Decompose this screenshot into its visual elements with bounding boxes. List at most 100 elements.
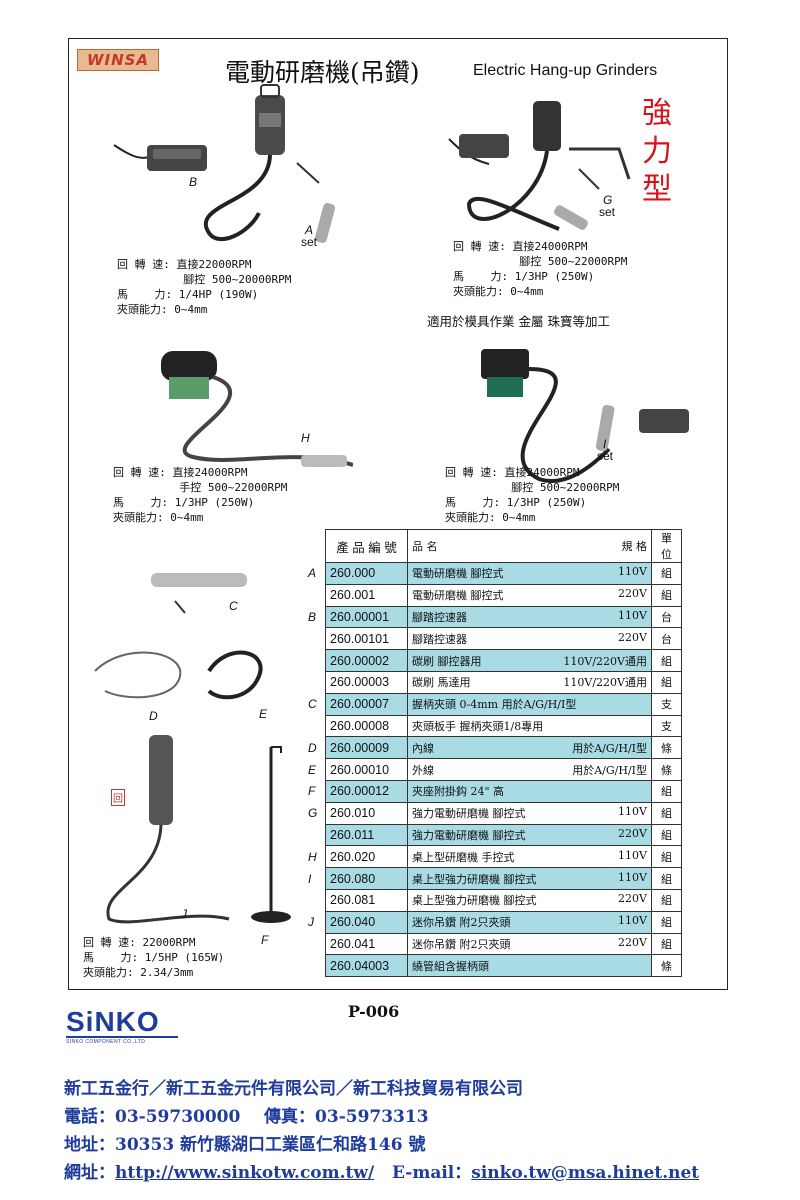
grinder-g-image bbox=[448, 101, 631, 231]
header-name-spec: 品 名 規 格 bbox=[407, 529, 652, 563]
website-link[interactable]: http://www.sinkotw.com.tw/ bbox=[115, 1163, 375, 1183]
winsa-logo: WINSA bbox=[77, 49, 159, 71]
product-name: 夾頭板手 握柄夾頭1/8專用 bbox=[407, 714, 652, 738]
product-code-text: 260.00001 bbox=[330, 609, 390, 624]
product-code-text: 260.00012 bbox=[330, 784, 390, 799]
outer-cable-e-image bbox=[207, 650, 263, 700]
product-code: 260.011 bbox=[325, 823, 408, 847]
product-unit: 條 bbox=[651, 758, 682, 781]
product-name-text: 強力電動研磨機 腳控式 bbox=[412, 807, 526, 821]
product-name-text: 迷你吊鑽 附2只夾頭 bbox=[412, 937, 511, 951]
product-code-text: 260.001 bbox=[330, 588, 376, 603]
product-name-text: 握柄夾頭 0-4mm 用於A/G/H/I型 bbox=[412, 698, 577, 712]
sinko-logo-underline bbox=[66, 1036, 178, 1038]
web-label: 網址： bbox=[64, 1163, 115, 1183]
address-text: 30353 新竹縣湖口工業區仁和路146 號 bbox=[115, 1135, 426, 1155]
row-group-label: I bbox=[308, 871, 312, 886]
product-name: 迷你吊鑽 附2只夾頭 110V bbox=[407, 910, 652, 934]
product-spec: 110V bbox=[618, 914, 647, 928]
product-spec: 220V bbox=[618, 587, 647, 601]
product-spec: 110V bbox=[618, 870, 647, 884]
product-name-text: 迷你吊鑽 附2只夾頭 bbox=[412, 916, 511, 930]
product-unit: 條 bbox=[651, 736, 682, 760]
header-code: 產 品 編 號 bbox=[325, 529, 408, 563]
product-unit: 組 bbox=[651, 888, 682, 912]
product-code: 260.001 bbox=[325, 583, 408, 607]
label-g: G bbox=[603, 193, 613, 207]
product-code-text: 260.00007 bbox=[330, 697, 390, 712]
product-name-text: 內線 bbox=[412, 741, 434, 755]
product-name-text: 碳刷 馬達用 bbox=[412, 676, 471, 690]
header-spec: 規 格 bbox=[621, 540, 648, 553]
header-name: 品 名 bbox=[412, 540, 438, 553]
foot-pedal-b-image bbox=[113, 144, 207, 171]
product-code-text: 260.04003 bbox=[330, 958, 390, 973]
product-code-text: 260.081 bbox=[330, 893, 376, 908]
product-code: 260.041 bbox=[325, 932, 408, 956]
table-row: 260.04003 繞管組含握柄頭條 bbox=[325, 954, 682, 978]
product-code-text: 260.00101 bbox=[330, 631, 390, 646]
product-code: 260.04003 bbox=[325, 954, 408, 978]
product-code-text: 260.020 bbox=[330, 849, 376, 864]
product-unit: 支 bbox=[651, 692, 682, 716]
product-spec: 110V/220V通用 bbox=[563, 654, 647, 668]
product-unit: 條 bbox=[651, 954, 682, 978]
product-unit: 組 bbox=[651, 932, 682, 956]
usage-note: 適用於模具作業 金屬 珠寶等加工 bbox=[427, 314, 610, 329]
product-code: 260.081 bbox=[325, 888, 408, 912]
label-i-set: set bbox=[597, 449, 614, 463]
product-spec: 110V bbox=[618, 848, 647, 862]
label-g-set: set bbox=[599, 205, 616, 219]
product-spec: 220V bbox=[618, 892, 647, 906]
fax-label: 傳真： bbox=[264, 1107, 316, 1127]
product-name-text: 桌上型強力研磨機 腳控式 bbox=[412, 894, 537, 908]
email-link[interactable]: sinko.tw@msa.hinet.net bbox=[471, 1163, 700, 1183]
product-code: 260.00003 bbox=[325, 670, 408, 694]
product-name-text: 腳踏控速器 bbox=[412, 610, 467, 624]
product-unit: 組 bbox=[651, 910, 682, 934]
product-name-text: 夾頭板手 握柄夾頭1/8專用 bbox=[412, 719, 544, 733]
spec-g: 回 轉 速: 直接24000RPM 腳控 500~22000RPM 馬 力: 1… bbox=[453, 240, 628, 298]
sinko-logo: SiNKO bbox=[66, 1006, 160, 1037]
product-code-text: 260.011 bbox=[330, 827, 375, 842]
label-b: B bbox=[189, 175, 198, 189]
spec-a: 回 轉 速: 直接22000RPM 腳控 500~20000RPM 馬 力: 1… bbox=[117, 258, 292, 316]
product-spec: 用於A/G/H/I型 bbox=[572, 763, 647, 777]
label-e: E bbox=[259, 707, 268, 721]
grinder-i-image bbox=[481, 349, 689, 483]
product-name: 繞管組含握柄頭 bbox=[407, 954, 652, 978]
label-i: I bbox=[603, 437, 607, 451]
spec-j: 回 轉 速: 22000RPM 馬 力: 1/5HP (165W) 夾頭能力: … bbox=[83, 936, 225, 979]
product-unit: 組 bbox=[651, 562, 682, 585]
label-a: A bbox=[305, 223, 314, 237]
product-name: 外線用於A/G/H/I型 bbox=[407, 758, 652, 781]
product-spec: 220V bbox=[618, 630, 647, 644]
product-code-text: 260.000 bbox=[330, 566, 376, 581]
label-h: H bbox=[301, 431, 310, 445]
product-unit: 支 bbox=[651, 714, 682, 738]
product-unit: 組 bbox=[651, 779, 682, 803]
product-unit: 台 bbox=[651, 605, 682, 629]
fax-number: 03-5973313 bbox=[315, 1107, 429, 1127]
product-unit: 組 bbox=[651, 867, 682, 890]
product-name-text: 電動研磨機 腳控式 bbox=[412, 567, 504, 581]
product-name-text: 腳踏控速器 bbox=[412, 632, 467, 646]
product-code-text: 260.00002 bbox=[330, 653, 390, 668]
page-number: P-006 bbox=[348, 1002, 400, 1021]
product-spec: 110V/220V通用 bbox=[563, 676, 647, 690]
phone-line: 電話：03-59730000 傳真：03-5973313 bbox=[64, 1102, 429, 1127]
